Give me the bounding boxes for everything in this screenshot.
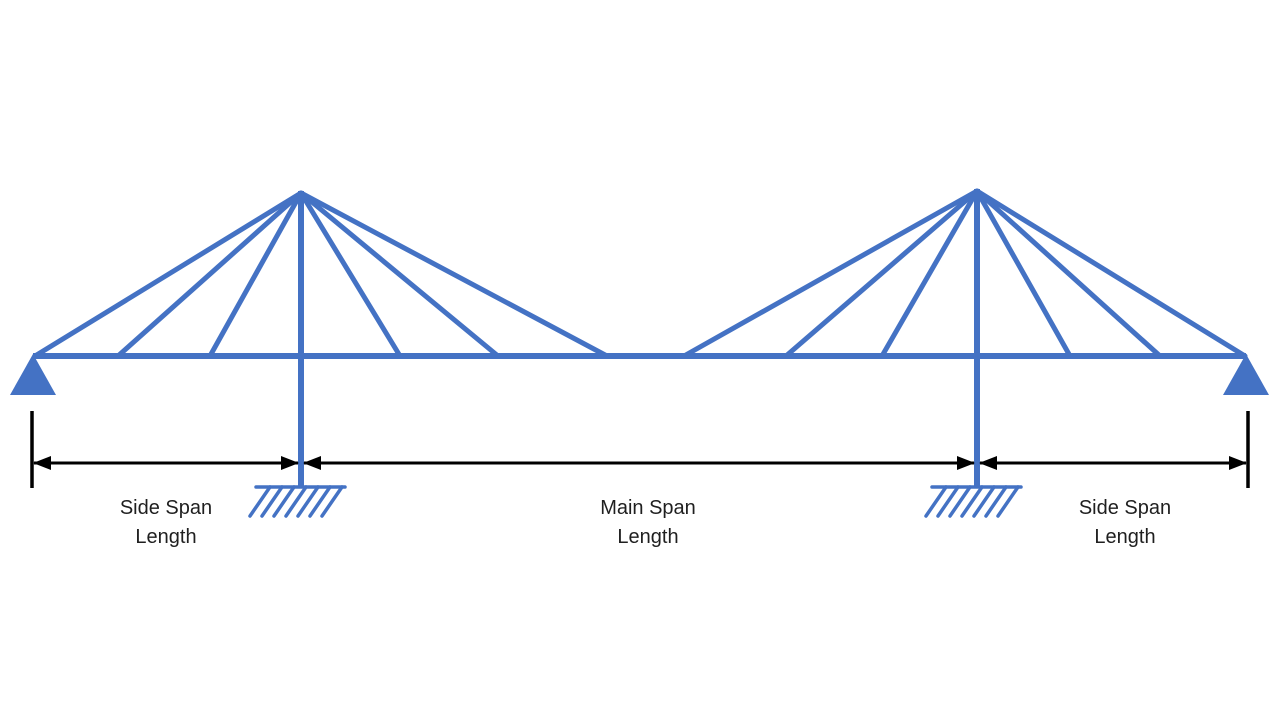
right-tower-cables	[681, 188, 1248, 359]
fixed-support-icon	[924, 485, 1023, 518]
cable	[298, 190, 610, 359]
arrowhead-icon	[979, 456, 997, 470]
pin-support-icon	[10, 354, 56, 395]
fixed-support-icon	[248, 485, 347, 518]
arrowhead-icon	[281, 456, 299, 470]
right-side-span-label-line1: Side Span	[1079, 497, 1171, 519]
cable	[32, 190, 304, 359]
arrowhead-icon	[303, 456, 321, 470]
arrowhead-icon	[1229, 456, 1247, 470]
cable	[974, 188, 1073, 359]
right-side-span-label-line2: Length	[1094, 526, 1155, 548]
dimension-lines	[33, 456, 1247, 470]
cable	[879, 188, 980, 359]
pin-support-icon	[1223, 354, 1269, 395]
cable	[298, 190, 501, 359]
main-span-label-line1: Main Span	[600, 497, 696, 519]
left-tower-cables	[32, 190, 610, 359]
cable	[681, 188, 980, 359]
cable	[974, 188, 1248, 359]
arrowhead-icon	[33, 456, 51, 470]
cable	[207, 190, 304, 359]
left-side-span-label-line1: Side Span	[120, 497, 212, 519]
cable	[298, 190, 403, 359]
arrowhead-icon	[957, 456, 975, 470]
main-span-label-line2: Length	[617, 526, 678, 548]
cable	[115, 190, 304, 359]
cable	[783, 188, 980, 359]
cable	[974, 188, 1163, 359]
left-side-span-label-line2: Length	[135, 526, 196, 548]
dimension-extension-lines	[30, 411, 1250, 488]
